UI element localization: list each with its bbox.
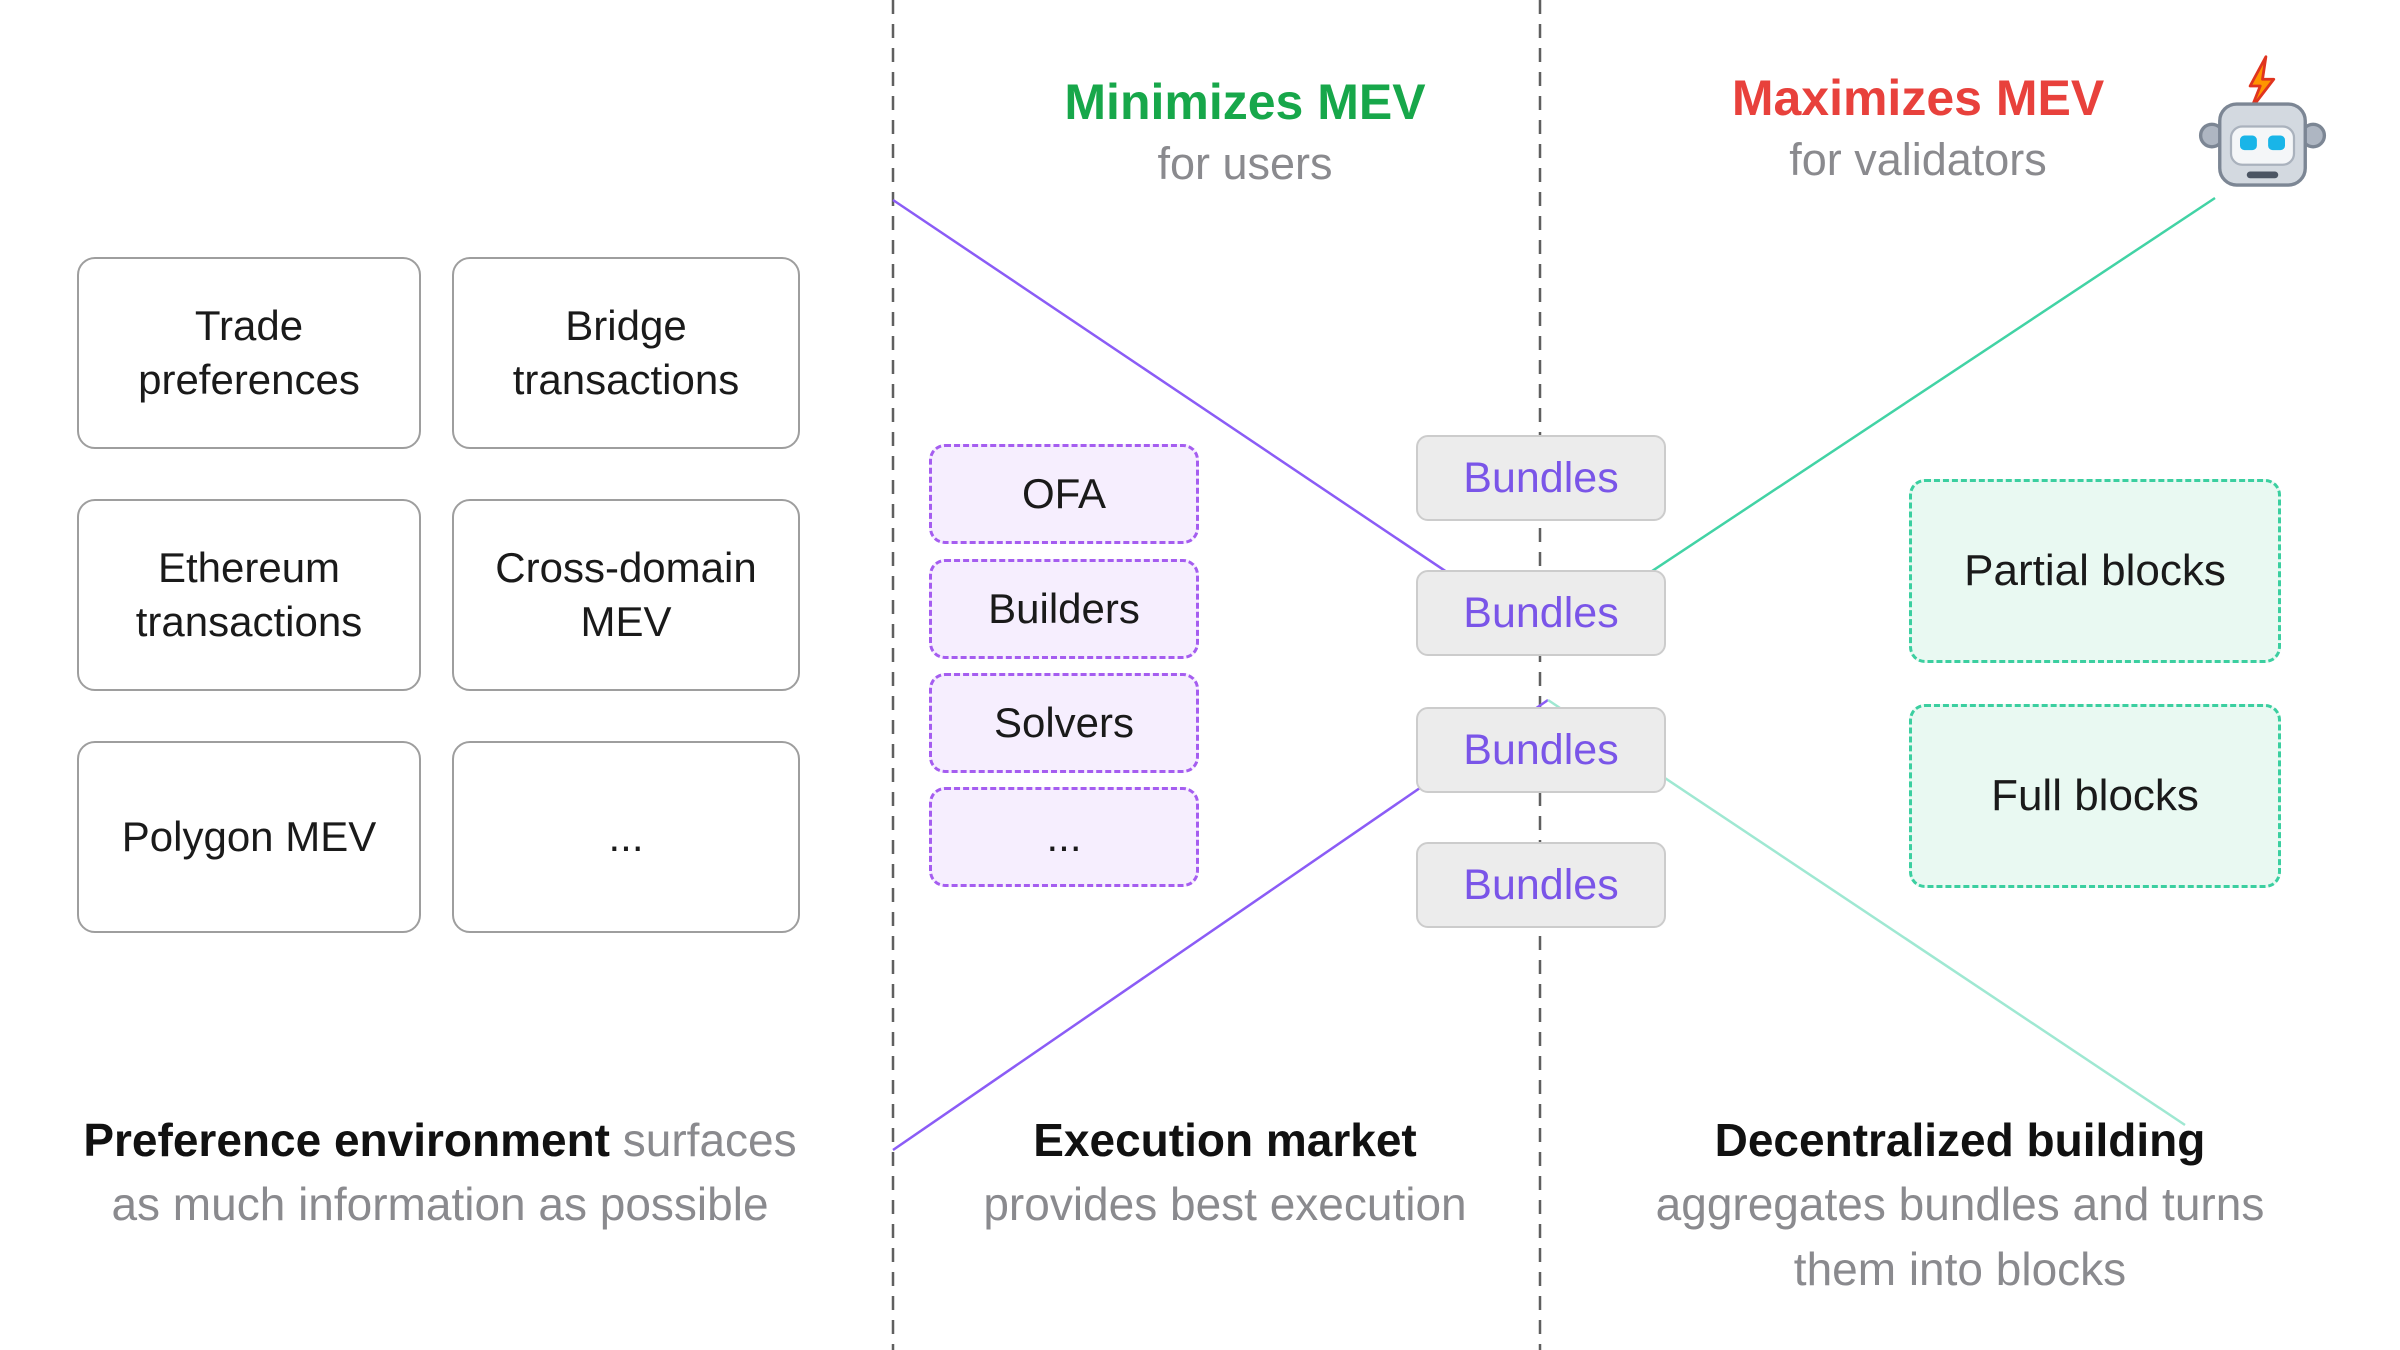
bundle-box-2: Bundles — [1416, 570, 1666, 656]
flow-line-purple-top — [892, 198, 1549, 642]
preference-caption: Preference environment surfaces as much … — [70, 1108, 810, 1237]
preference-box-label: Trade preferences — [138, 302, 360, 403]
flow-line-teal-top — [1547, 196, 2216, 642]
execution-caption: Execution market provides best execution — [925, 1108, 1525, 1237]
actor-box-ofa: OFA — [929, 444, 1199, 544]
execution-header-title: Minimizes MEV — [1064, 74, 1426, 130]
preference-box-ellipsis: ... — [452, 741, 800, 933]
bundle-label: Bundles — [1463, 860, 1619, 909]
preference-box-label: Polygon MEV — [121, 813, 377, 861]
actor-box-label: OFA — [1021, 470, 1107, 517]
building-header: Maximizes MEV for validators — [1618, 66, 2218, 190]
actor-box-solvers: Solvers — [929, 673, 1199, 773]
bundle-box-4: Bundles — [1416, 842, 1666, 928]
actor-box-ellipsis: ... — [929, 787, 1199, 887]
building-caption-gray: aggregates bundles and turns them into b… — [1655, 1178, 2265, 1295]
preference-box-label: Cross-domain MEV — [495, 544, 757, 645]
preference-box-crossdomain: Cross-domain MEV — [452, 499, 800, 691]
preference-box-polygon: Polygon MEV — [77, 741, 421, 933]
preference-box-label: ... — [608, 813, 644, 861]
actor-box-builders: Builders — [929, 559, 1199, 659]
building-header-title: Maximizes MEV — [1731, 70, 2105, 126]
preference-box-trade: Trade preferences — [77, 257, 421, 449]
execution-caption-gray: provides best execution — [983, 1178, 1467, 1231]
block-box-partial: Partial blocks — [1909, 479, 2281, 663]
preference-box-label: Ethereum transactions — [135, 544, 363, 645]
bundle-label: Bundles — [1463, 453, 1619, 502]
block-box-label: Partial blocks — [1964, 546, 2226, 595]
bundle-label: Bundles — [1463, 725, 1619, 774]
robot-icon — [2198, 55, 2327, 187]
building-caption-bold: Decentralized building — [1714, 1114, 2206, 1166]
preference-box-bridge: Bridge transactions — [452, 257, 800, 449]
execution-caption-bold: Execution market — [1033, 1114, 1417, 1166]
preference-caption-bold: Preference environment — [83, 1114, 610, 1166]
actor-box-label: Builders — [988, 585, 1140, 632]
bundle-label: Bundles — [1463, 588, 1619, 637]
execution-header: Minimizes MEV for users — [945, 70, 1545, 194]
execution-header-sub: for users — [1157, 138, 1333, 189]
actor-box-label: ... — [1046, 813, 1082, 860]
actor-box-label: Solvers — [993, 699, 1135, 746]
block-box-full: Full blocks — [1909, 704, 2281, 888]
preference-box-label: Bridge transactions — [512, 302, 740, 403]
building-header-sub: for validators — [1789, 134, 2047, 185]
building-caption: Decentralized building aggregates bundle… — [1610, 1108, 2310, 1301]
preference-caption-gray: surfaces as much information as possible — [111, 1114, 797, 1231]
bundle-box-3: Bundles — [1416, 707, 1666, 793]
bundle-box-1: Bundles — [1416, 435, 1666, 521]
preference-box-ethereum: Ethereum transactions — [77, 499, 421, 691]
block-box-label: Full blocks — [1991, 771, 2199, 820]
